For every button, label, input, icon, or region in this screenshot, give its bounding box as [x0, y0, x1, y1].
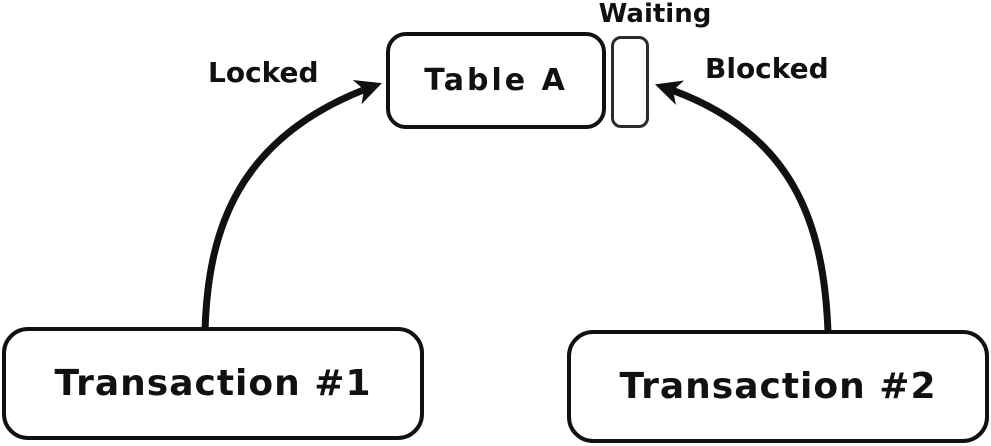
blocked-edge-label: Blocked: [705, 52, 829, 85]
table-a-node: Table A: [386, 32, 606, 129]
locked-edge-label: Locked: [208, 56, 319, 89]
transaction-2-label: Transaction #2: [619, 366, 937, 407]
transaction-1-node: Transaction #1: [2, 327, 424, 440]
waiting-caption: Waiting: [598, 0, 712, 29]
waiting-slot-node: [611, 36, 649, 128]
blocked-arrow: [655, 80, 832, 336]
locked-arrow: [201, 80, 382, 335]
table-a-label: Table A: [424, 63, 568, 98]
transaction-2-node: Transaction #2: [567, 330, 989, 443]
transaction-1-label: Transaction #1: [54, 363, 372, 404]
